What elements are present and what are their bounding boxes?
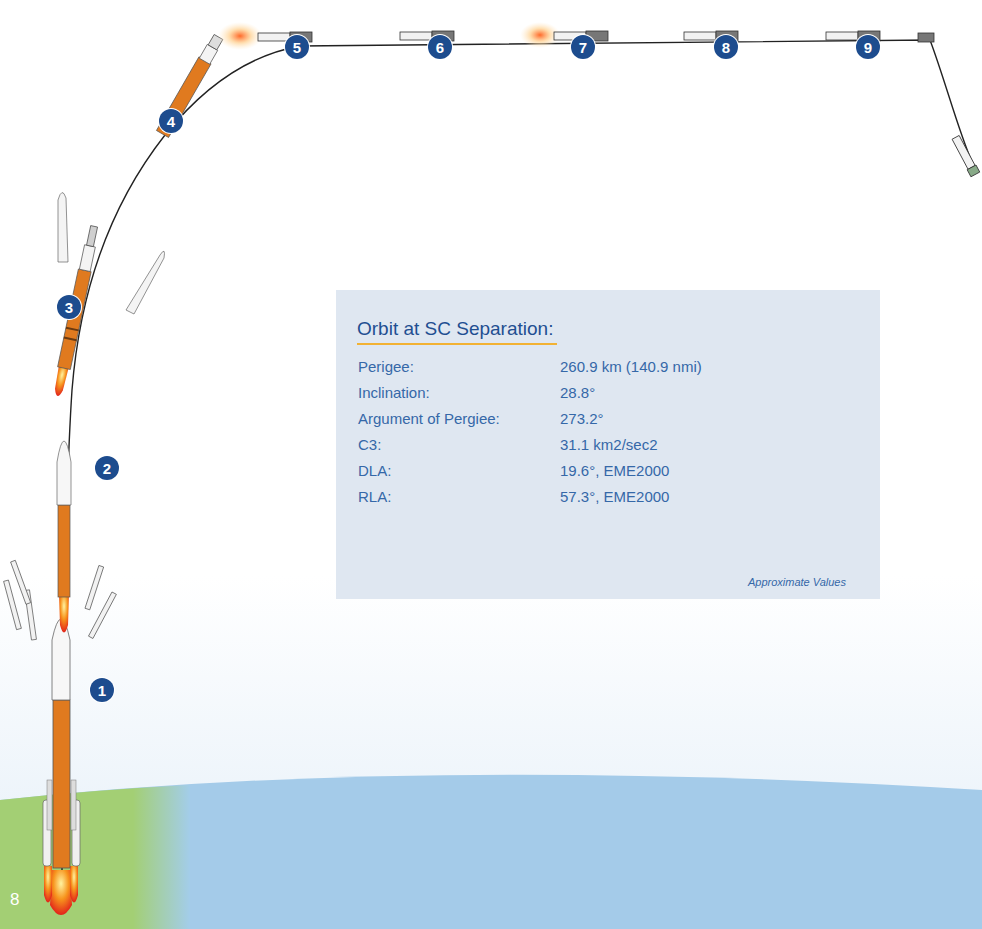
table-value: 57.3°, EME2000 (560, 488, 669, 505)
table-key: RLA: (358, 488, 391, 505)
callout-text: 5 (293, 40, 301, 55)
upper-stage-burn (156, 33, 224, 137)
spacecraft-stages (218, 22, 980, 177)
land (0, 785, 190, 929)
callout-text: 8 (722, 40, 730, 55)
callout-number: 9 (856, 35, 880, 59)
table-key: Argument of Pergiee: (358, 410, 500, 427)
callout-number: 6 (428, 35, 452, 59)
callout-text: 2 (103, 461, 111, 476)
callout-text: 4 (167, 114, 175, 129)
callout-number: 1 (90, 678, 114, 702)
table-value: 28.8° (560, 384, 595, 401)
callout-text: 1 (98, 683, 106, 698)
table-key: Inclination: (358, 384, 430, 401)
callout-text: 9 (864, 40, 872, 55)
orbit-info-panel: Orbit at SC Separation: Perigee: 260.9 km … (336, 290, 880, 599)
callout-number: 8 (714, 35, 738, 59)
heading-underline (357, 343, 557, 345)
callout-text: 7 (579, 40, 587, 55)
callout-number: 5 (285, 35, 309, 59)
table-key: Perigee: (358, 358, 414, 375)
page-number: 8 (10, 890, 19, 910)
callout-number: 4 (159, 109, 183, 133)
callout-number: 7 (571, 35, 595, 59)
rocket-fairing-sep (52, 192, 165, 397)
panel-heading: Orbit at SC Separation: (357, 318, 553, 340)
earth-horizon (0, 775, 982, 929)
table-value: 273.2° (560, 410, 604, 427)
callout-text: 3 (65, 300, 73, 315)
trajectory-line (62, 40, 972, 870)
table-value: 19.6°, EME2000 (560, 462, 669, 479)
table-value: 31.1 km2/sec2 (560, 436, 658, 453)
callout-number: 2 (95, 456, 119, 480)
table-key: DLA: (358, 462, 391, 479)
rocket-liftoff (43, 619, 80, 915)
callout-text: 6 (436, 40, 444, 55)
panel-note: Approximate Values (748, 576, 846, 588)
callout-number: 3 (57, 295, 81, 319)
table-value: 260.9 km (140.9 nmi) (560, 358, 702, 375)
table-key: C3: (358, 436, 381, 453)
